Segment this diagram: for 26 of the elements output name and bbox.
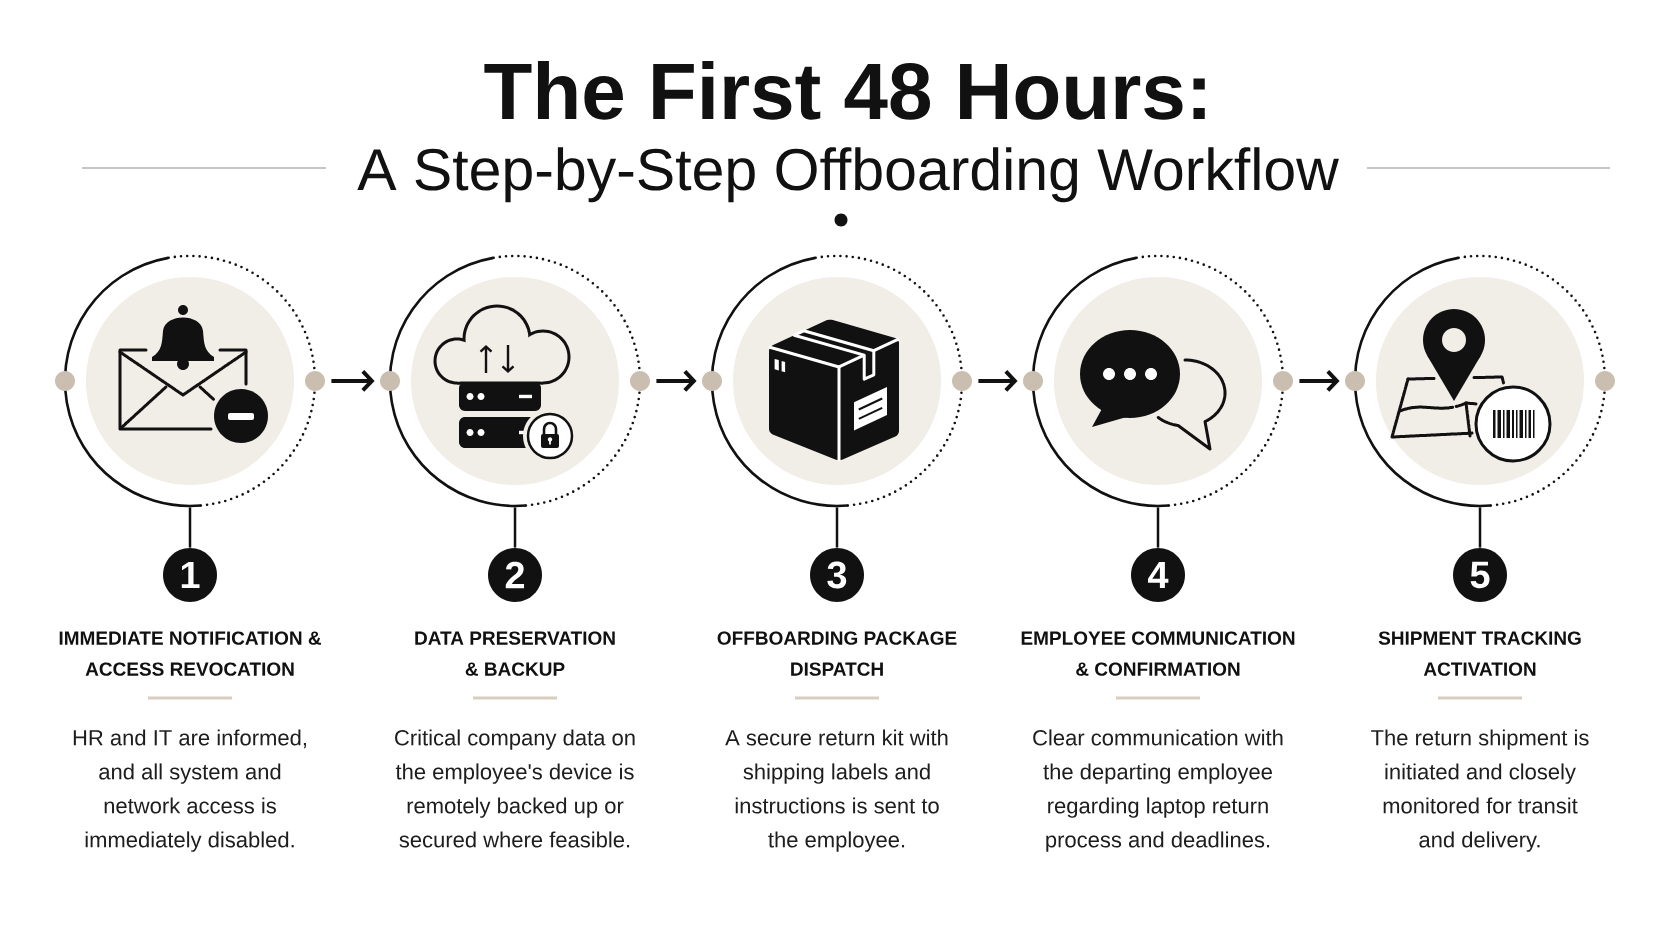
step-heading: EMPLOYEE COMMUNICATION & CONFIRMATION <box>1021 631 1295 676</box>
step-heading: DATA PRESERVATION & BACKUP <box>415 631 615 676</box>
step-description: The return shipment is initiated and closely monitored for transit and delivery. <box>1371 729 1589 852</box>
number-badge: 4 <box>1131 548 1185 602</box>
arrow <box>656 370 697 392</box>
step-description: A secure return kit with shipping labels and instructions is sent to the employee. <box>725 729 948 852</box>
connector-line <box>188 507 192 548</box>
step-heading: OFFBOARDING PACKAGE DISPATCH <box>717 631 957 676</box>
number-badge: 1 <box>163 548 217 602</box>
step-description: Clear communication with the departing employee regarding laptop return process and deadlines. <box>1033 729 1283 852</box>
step-heading: IMMEDIATE NOTIFICATION & ACCESS REVOCATION <box>59 631 321 676</box>
number-badge: 3 <box>810 548 864 602</box>
connector-line <box>1478 507 1482 548</box>
arrow <box>978 370 1018 392</box>
connector-line <box>1156 507 1160 548</box>
number-badge: 2 <box>488 548 542 602</box>
arrow <box>1299 370 1340 392</box>
connector-line <box>513 507 517 548</box>
step-description: HR and IT are informed, and all system and network access is immediately disabled. <box>73 729 306 852</box>
arrow <box>331 370 375 392</box>
subtitle: A Step-by-Step Offboarding Workflow <box>357 147 1339 203</box>
title: The First 48 Hours: <box>484 61 1205 120</box>
connector-line <box>835 507 839 548</box>
step-heading: SHIPMENT TRACKING ACTIVATION <box>1378 631 1581 676</box>
number-badge: 5 <box>1453 548 1507 602</box>
step-description: Critical company data on the employee's device is remotely backed up or secured where feasible. <box>395 729 635 848</box>
